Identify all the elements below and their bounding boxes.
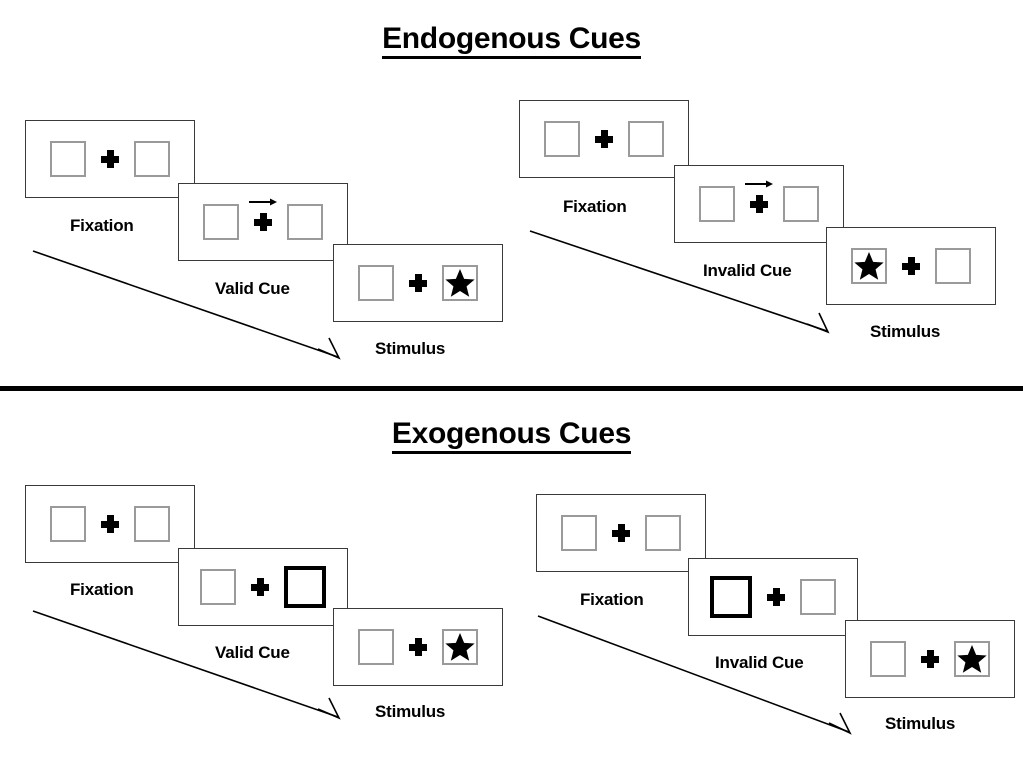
plus-icon [408,273,428,293]
fixation-cross-wrap [735,180,783,214]
star-icon [445,632,475,662]
plus-icon [250,577,270,597]
frame-content [334,609,502,685]
frame-content [334,245,502,321]
target-box-left [561,515,597,551]
frame-exo-valid-stimulus[interactable] [333,608,503,686]
fixation-cross-wrap [394,273,442,293]
arrow-right-icon [248,196,278,208]
frame-endo-invalid-stimulus[interactable] [826,227,996,305]
plus-icon [749,194,769,214]
frame-exo-valid-fixation[interactable] [25,485,195,563]
frame-content [179,184,347,260]
plus-icon [594,129,614,149]
target-box-right [954,641,990,677]
frame-content [520,101,688,177]
target-box-left [50,141,86,177]
frame-content [537,495,705,571]
frame-endo-valid-cue[interactable] [178,183,348,261]
target-box-left [699,186,735,222]
target-box-right-cued [284,566,326,608]
section-divider [0,386,1023,391]
target-box-right [628,121,664,157]
target-box-right [134,506,170,542]
fixation-cross-wrap [906,649,954,669]
fixation-cross-wrap [236,577,284,597]
frame-endo-invalid-fixation[interactable] [519,100,689,178]
frame-content [26,121,194,197]
plus-icon [611,523,631,543]
target-box-right [800,579,836,615]
target-box-right [935,248,971,284]
target-box-right [783,186,819,222]
caption-endo-valid-stimulus: Stimulus [375,339,446,358]
star-icon [445,268,475,298]
caption-exo-valid-cue: Valid Cue [215,643,290,662]
section-title-exogenous-text: Exogenous Cues [391,418,631,454]
plus-icon [100,514,120,534]
fixation-cross-wrap [86,514,134,534]
frame-content [846,621,1014,697]
target-box-left [544,121,580,157]
fixation-cross-wrap [597,523,645,543]
frame-content [827,228,995,304]
star-icon [957,644,987,674]
frame-content [26,486,194,562]
section-title-endogenous-text: Endogenous Cues [382,23,641,59]
caption-exo-valid-stimulus: Stimulus [375,702,446,721]
fixation-cross-wrap [752,587,800,607]
plus-icon [766,587,786,607]
arrow-right-icon [744,178,774,190]
fixation-cross-wrap [86,149,134,169]
target-box-left [203,204,239,240]
caption-endo-invalid-cue: Invalid Cue [703,261,792,280]
plus-icon [408,637,428,657]
target-box-left-cued [710,576,752,618]
target-box-left [358,629,394,665]
target-box-right [442,265,478,301]
caption-endo-valid-cue: Valid Cue [215,279,290,298]
target-box-left [870,641,906,677]
frame-endo-valid-fixation[interactable] [25,120,195,198]
frame-exo-invalid-cue[interactable] [688,558,858,636]
frame-exo-invalid-fixation[interactable] [536,494,706,572]
fixation-cross-wrap [239,198,287,232]
target-box-left [358,265,394,301]
caption-exo-invalid-stimulus: Stimulus [885,714,956,733]
plus-icon [100,149,120,169]
frame-content [689,559,857,635]
target-box-right [645,515,681,551]
frame-content [179,549,347,625]
fixation-cross-wrap [394,637,442,657]
target-box-right [287,204,323,240]
caption-exo-invalid-cue: Invalid Cue [715,653,804,672]
frame-exo-valid-cue[interactable] [178,548,348,626]
caption-endo-invalid-fixation: Fixation [563,197,627,216]
caption-endo-invalid-stimulus: Stimulus [870,322,941,341]
caption-exo-valid-fixation: Fixation [70,580,134,599]
section-title-exogenous: Exogenous Cues [0,417,1023,454]
time-flow-arrow-endogenous-valid [30,245,350,370]
star-icon [854,251,884,281]
caption-endo-valid-fixation: Fixation [70,216,134,235]
target-box-left [851,248,887,284]
frame-endo-invalid-cue[interactable] [674,165,844,243]
target-box-left [200,569,236,605]
fixation-cross-wrap [580,129,628,149]
caption-exo-invalid-fixation: Fixation [580,590,644,609]
frame-content [675,166,843,242]
plus-icon [920,649,940,669]
target-box-left [50,506,86,542]
section-title-endogenous: Endogenous Cues [0,22,1023,59]
frame-endo-valid-stimulus[interactable] [333,244,503,322]
fixation-cross-wrap [887,256,935,276]
target-box-right [134,141,170,177]
plus-icon [253,212,273,232]
time-flow-arrow-endogenous-invalid [527,225,847,350]
target-box-right [442,629,478,665]
frame-exo-invalid-stimulus[interactable] [845,620,1015,698]
plus-icon [901,256,921,276]
